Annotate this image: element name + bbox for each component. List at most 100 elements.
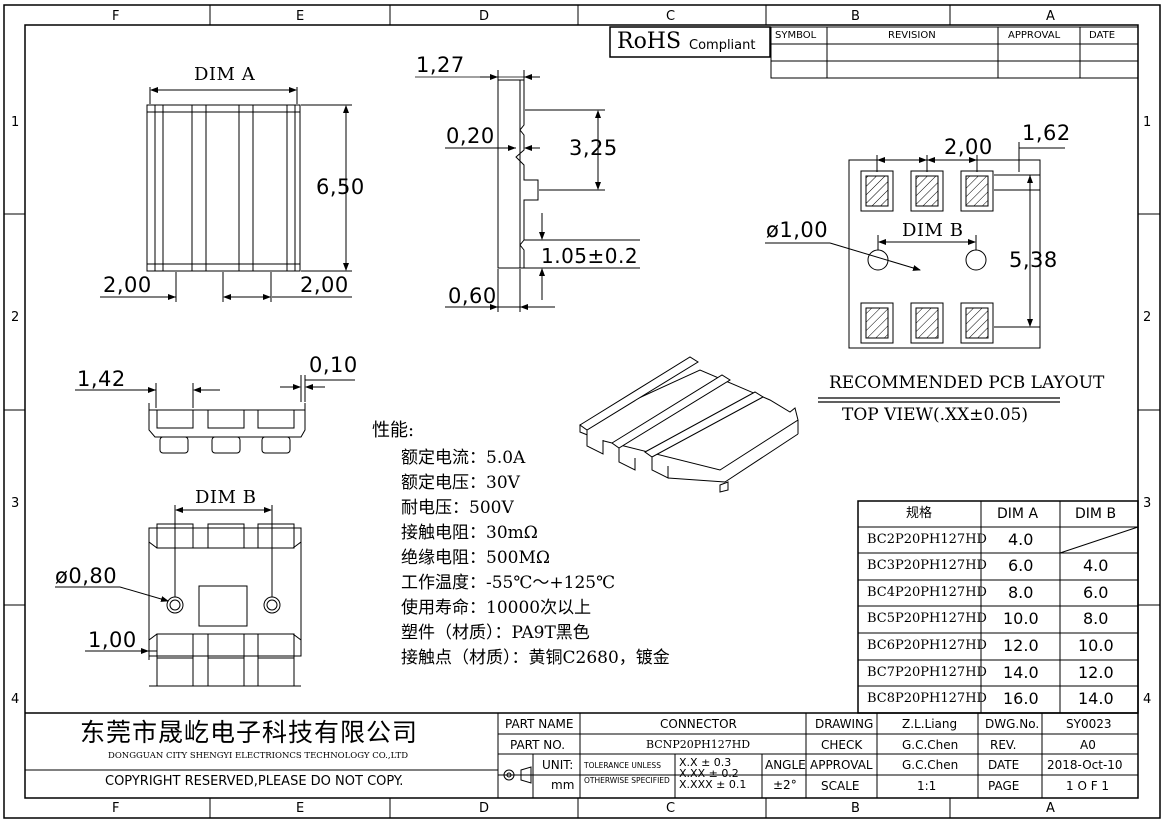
- zone-top-c: C: [666, 9, 676, 24]
- dim-top-right-pitch: 2,00: [300, 273, 349, 297]
- dim-pcb-200: 2,00: [944, 135, 993, 159]
- zone-right-1: 1: [1143, 115, 1152, 130]
- tolerance-1: X.X ± 0.3: [679, 756, 732, 769]
- date-value: 2018-Oct-10: [1047, 758, 1123, 772]
- dim-table-row-name: BC2P20PH127HD: [867, 532, 987, 547]
- dim-side-127: 1,27: [416, 53, 465, 77]
- drawing-label: DRAWING: [815, 717, 874, 731]
- tolerance-note-1: TOLERANCE UNLESS: [584, 761, 661, 770]
- zone-bottom-a: A: [1046, 801, 1055, 816]
- part-name-label: PART NAME: [505, 717, 574, 731]
- dim-bottom-dim-b: DIM B: [195, 487, 257, 508]
- dim-table-header-spec: 规格: [906, 506, 933, 521]
- dim-pcb-100: ø1,00: [766, 218, 829, 242]
- dim-bottom-080: ø0,80: [55, 564, 118, 588]
- dim-side-325: 3,25: [569, 136, 618, 160]
- dim-table-row-dim-b: 4.0: [1083, 556, 1109, 575]
- rev-date-header: DATE: [1089, 30, 1116, 41]
- dim-table-row-dim-a: 4.0: [1008, 530, 1034, 549]
- dim-front-142: 1,42: [77, 367, 126, 391]
- rohs-mark: RoHS: [617, 29, 682, 54]
- page-value: 1 O F 1: [1066, 779, 1110, 793]
- zone-bottom-d: D: [479, 801, 490, 816]
- unit-label: UNIT:: [542, 758, 574, 772]
- spec-line: 塑件（材质）：PA9T黑色: [401, 623, 590, 643]
- dim-table-row-name: BC6P20PH127HD: [867, 638, 987, 653]
- zone-left-2: 2: [11, 310, 20, 325]
- spec-line: 额定电压：30V: [401, 473, 520, 493]
- zone-left-4: 4: [11, 692, 20, 707]
- approval-value: G.C.Chen: [902, 758, 959, 772]
- zone-bottom-c: C: [666, 801, 676, 816]
- bottom-view: [55, 505, 302, 687]
- dim-table-row-dim-b: 12.0: [1078, 663, 1114, 682]
- rev-approval-header: APPROVAL: [1008, 30, 1061, 41]
- part-no-value: BCNP20PH127HD: [646, 738, 751, 751]
- unit-value: mm: [551, 778, 575, 792]
- part-no-label: PART NO.: [510, 738, 566, 752]
- scale-label: SCALE: [821, 779, 860, 793]
- dim-table-row-dim-a: 14.0: [1003, 663, 1039, 682]
- dim-table-row-dim-b: 10.0: [1078, 636, 1114, 655]
- tolerance-note-2: OTHERWISE SPECIFIED: [584, 776, 670, 785]
- pcb-layout: [765, 142, 1065, 403]
- dim-a-label: DIM A: [194, 64, 256, 85]
- dim-table-row-name: BC8P20PH127HD: [867, 691, 987, 706]
- check-label: CHECK: [821, 738, 863, 752]
- dim-front-010: 0,10: [309, 353, 358, 377]
- spec-heading: 性能:: [372, 420, 415, 441]
- dwg-no-label: DWG.No.: [985, 717, 1040, 731]
- dim-table-row-name: BC7P20PH127HD: [867, 665, 987, 680]
- dim-side-020: 0,20: [446, 124, 495, 148]
- dim-table-row-dim-a: 10.0: [1003, 609, 1039, 628]
- spec-line: 接触点（材质）：黄铜C2680，镀金: [401, 648, 670, 668]
- rev-value: A0: [1080, 738, 1096, 752]
- tolerance-2: X.XX ± 0.2: [679, 767, 739, 780]
- dim-pcb-dim-b: DIM B: [902, 220, 964, 241]
- zone-right-3: 3: [1143, 496, 1152, 511]
- dim-pcb-538: 5,38: [1009, 248, 1058, 272]
- rohs-compliant: Compliant: [689, 38, 756, 53]
- copyright-note: COPYRIGHT RESERVED,PLEASE DO NOT COPY.: [105, 774, 404, 789]
- dim-bottom-100: 1,00: [88, 628, 137, 652]
- side-view: [415, 70, 640, 312]
- company-name-en: DONGGUAN CITY SHENGYI ELECTRIONCS TECHNO…: [108, 751, 409, 761]
- spec-line: 使用寿命：10000次以上: [401, 598, 592, 618]
- zone-left-3: 3: [11, 496, 20, 511]
- dim-side-105: 1.05±0.2: [541, 244, 639, 268]
- dim-table-header-dim-b: DIM B: [1075, 506, 1117, 522]
- part-name-value: CONNECTOR: [660, 717, 737, 731]
- dim-side-060: 0,60: [448, 284, 497, 308]
- spec-line: 额定电流：5.0A: [401, 448, 526, 468]
- rev-label: REV.: [990, 738, 1017, 752]
- scale-value: 1:1: [917, 779, 937, 793]
- rev-symbol-header: SYMBOL: [775, 30, 817, 41]
- top-view: [100, 87, 352, 302]
- zone-bottom-f: F: [112, 801, 120, 816]
- zone-top-a: A: [1046, 9, 1055, 24]
- angle-value: ±2°: [773, 778, 797, 792]
- company-name-cn: 东莞市晟屹电子科技有限公司: [80, 718, 419, 747]
- dim-table-header-dim-a: DIM A: [997, 506, 1039, 522]
- dim-top-height: 6,50: [316, 175, 365, 199]
- sheet-frame: [3, 4, 1161, 819]
- pcb-layout-subtitle: TOP VIEW(.XX±0.05): [842, 405, 1028, 425]
- spec-line: 绝缘电阻：500MΩ: [401, 548, 550, 568]
- dim-table-row-dim-b: 8.0: [1083, 609, 1109, 628]
- zone-top-d: D: [479, 9, 490, 24]
- dim-pcb-162: 1,62: [1022, 121, 1071, 145]
- rev-revision-header: REVISION: [888, 30, 936, 41]
- zone-top-e: E: [296, 9, 305, 24]
- zone-bottom-e: E: [296, 801, 305, 816]
- spec-line: 工作温度：-55℃～+125℃: [401, 573, 616, 593]
- front-view: [75, 375, 355, 454]
- revision-table-frame: [609, 26, 1139, 79]
- zone-right-2: 2: [1143, 310, 1152, 325]
- zone-top-b: B: [851, 9, 860, 24]
- page-label: PAGE: [988, 779, 1020, 793]
- spec-line: 接触电阻：30mΩ: [401, 523, 538, 543]
- dim-table-row-dim-a: 16.0: [1003, 689, 1039, 708]
- angle-label: ANGLE: [765, 758, 806, 772]
